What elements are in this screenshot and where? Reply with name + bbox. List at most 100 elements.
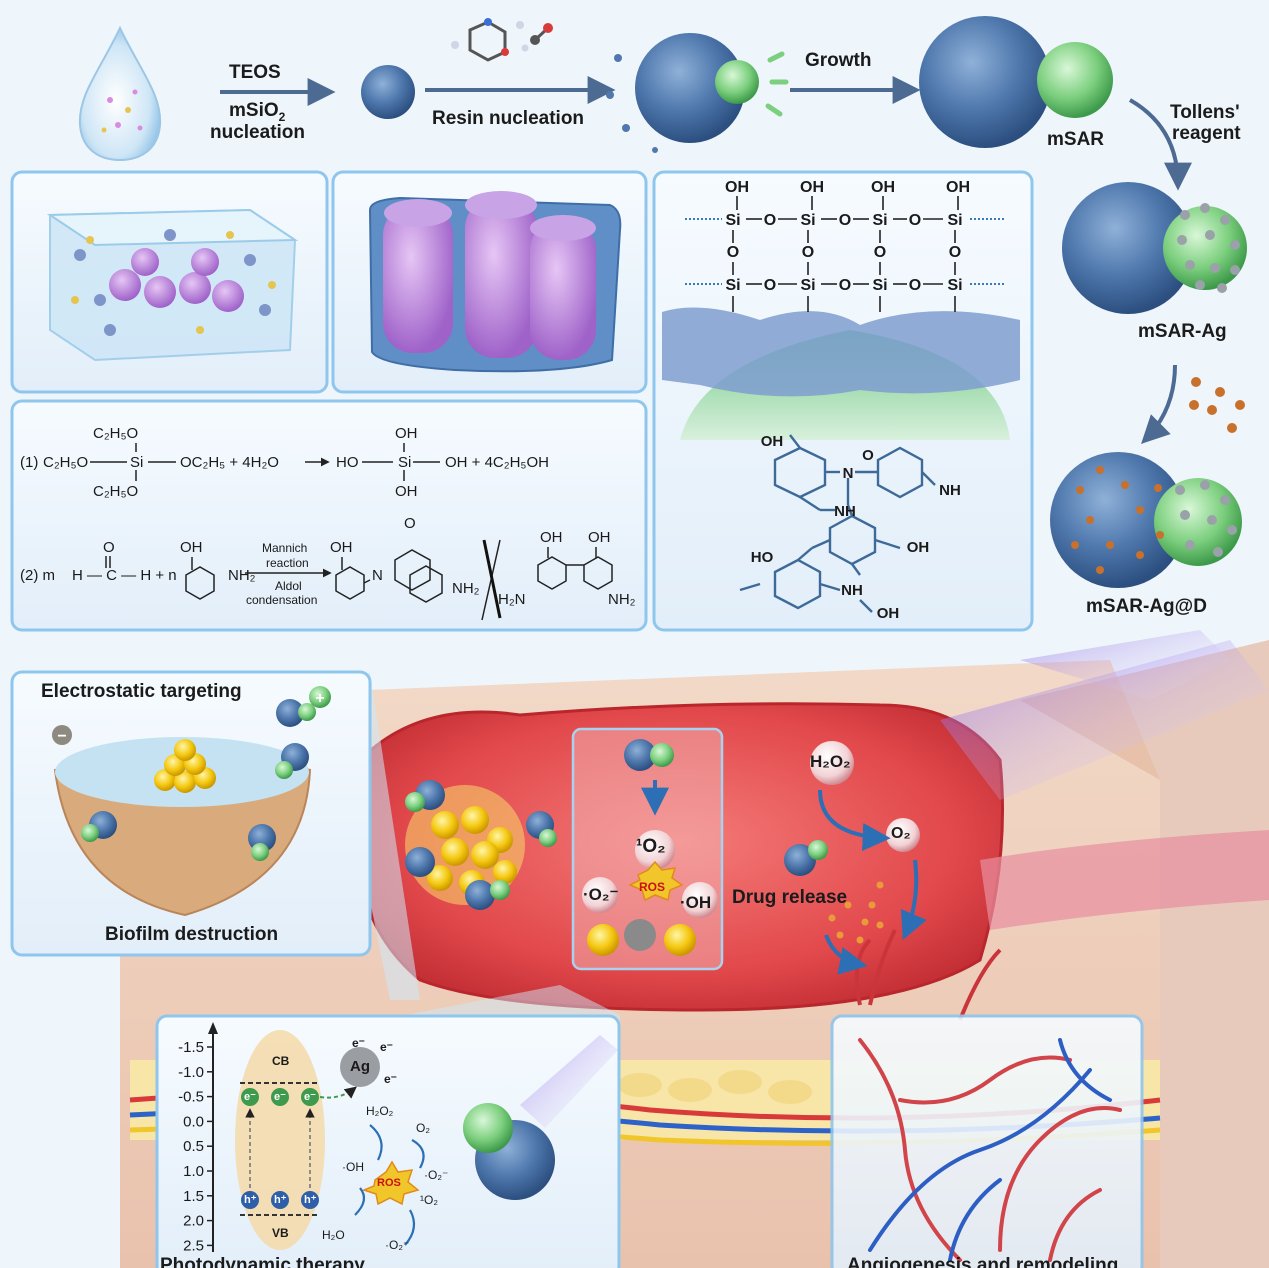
o-vertical-4: O: [949, 244, 961, 261]
reaction-2-n: N: [372, 567, 383, 584]
band-ros: ROS: [377, 1177, 401, 1189]
band-singlet: ¹O₂: [420, 1193, 438, 1207]
axis-tick-label: -1.5: [178, 1039, 204, 1056]
si-atom-7: Si: [872, 277, 887, 294]
o-bridge-5: O: [839, 277, 851, 294]
si-atom-5: Si: [725, 277, 740, 294]
precursor-droplet-icon: [78, 25, 162, 162]
label-resin-nucleation: Resin nucleation: [432, 108, 585, 129]
resin-structure-drawing: [739, 434, 936, 613]
reaction-2-formaldehyde: H — C — H + n: [72, 567, 177, 584]
synthesis-flow: [78, 16, 1247, 588]
reaction-2-carbonyl-o: O: [103, 539, 115, 556]
band-axis-ticks: -1.5-1.0-0.50.00.51.01.52.02.5: [178, 1039, 213, 1254]
reaction-2-mannich: Mannich: [262, 541, 307, 555]
o-vertical-1: O: [727, 244, 739, 261]
reaction-2-nh2-1: NH₂: [228, 567, 256, 584]
silanol-oh-4: OH: [946, 179, 970, 196]
o-bridge-2: O: [839, 212, 851, 229]
label-msio2-text: mSiO: [229, 100, 279, 121]
reaction-2-oh-1: OH: [180, 539, 203, 556]
label-msar-ag-d: mSAR-Ag@D: [1086, 596, 1207, 617]
reaction-2-nh2-2: NH₂: [452, 580, 480, 597]
resin-n: N: [843, 465, 854, 482]
msio2-seed-particle: [361, 65, 415, 119]
mesoporous-channels-panel: [331, 170, 648, 394]
reaction-1-product: OH + 4C₂H₅OH: [445, 454, 549, 471]
label-tollens: Tollens': [1170, 102, 1240, 123]
arrow-drug-loading: [1141, 364, 1177, 444]
label-hydroxyl: ·OH: [680, 893, 712, 912]
o-bridge-4: O: [764, 277, 776, 294]
label-o2: O₂: [891, 825, 911, 842]
band-superoxide: ·O₂⁻: [424, 1168, 449, 1182]
ag-electron-1: e⁻: [352, 1036, 366, 1050]
electron-3: e⁻: [304, 1091, 316, 1103]
label-reagent: reagent: [1172, 123, 1241, 144]
band-h2o: H₂O: [322, 1228, 345, 1242]
reaction-2-aldol: Aldol: [275, 579, 302, 593]
si-atom-2: Si: [800, 212, 815, 229]
drug-release-region: [784, 741, 927, 975]
label-drug-release: Drug release: [732, 887, 848, 908]
positive-charge-sign: +: [315, 690, 324, 707]
axis-tick-label: -1.0: [178, 1064, 204, 1081]
hole-3: h⁺: [304, 1194, 317, 1206]
band-oh: ·OH: [342, 1160, 364, 1174]
hole-1: h⁺: [244, 1194, 257, 1206]
label-cb: CB: [272, 1054, 290, 1068]
angiogenesis-panel: [830, 1014, 1144, 1268]
reaction-2-h2n: H₂N: [498, 591, 526, 608]
axis-tick-label: 0.0: [183, 1113, 204, 1130]
label-superoxide: ·O₂⁻: [583, 885, 619, 904]
formaldehyde-molecule-icon: [521, 23, 553, 52]
reactions-panel: (1) C₂H₅O C₂H₅O C₂H₅O Si OC₂H₅ + 4H₂O HO…: [10, 399, 648, 632]
label-vb: VB: [272, 1226, 289, 1240]
resin-oh-2: OH: [907, 539, 930, 556]
reaction-1-ho: HO: [336, 454, 359, 471]
reaction-1-right: OC₂H₅ + 4H₂O: [180, 454, 279, 471]
label-msio2: mSiO2: [229, 100, 285, 124]
reaction-2-oh-4: OH: [588, 529, 611, 546]
si-atom-3: Si: [872, 212, 887, 229]
reaction-2-o-ring: O: [404, 515, 416, 532]
o-vertical-3: O: [874, 244, 886, 261]
label-ros-burst: ROS: [639, 880, 666, 894]
reaction-2-condensation: condensation: [246, 593, 317, 607]
silica-network-panel: OH OH OH OH Si O Si O Si O Si O O O O Si…: [652, 170, 1034, 632]
negative-charge-sign: −: [57, 728, 66, 745]
electron-1: e⁻: [244, 1091, 256, 1103]
silanol-oh-1: OH: [725, 179, 749, 196]
reaction-1-oh-top: OH: [395, 425, 418, 442]
resin-oh-3: OH: [877, 605, 900, 622]
resin-o: O: [862, 447, 874, 464]
o-bridge-3: O: [909, 212, 921, 229]
label-biofilm-destruction: Biofilm destruction: [105, 924, 279, 945]
reaction-1-bottom-group: C₂H₅O: [93, 483, 138, 500]
drug-molecules-icon: [1189, 377, 1245, 433]
ag-electron-3: e⁻: [384, 1072, 398, 1086]
label-ag: Ag: [350, 1058, 370, 1075]
axis-tick-label: 0.5: [183, 1138, 204, 1155]
label-angiogenesis: Angiogenesis and remodeling: [847, 1255, 1119, 1268]
o-bridge-1: O: [764, 212, 776, 229]
reaction-1-label: (1): [20, 454, 38, 471]
si-atom-4: Si: [947, 212, 962, 229]
label-msio2-subscript: 2: [278, 109, 286, 124]
silanol-oh-3: OH: [871, 179, 895, 196]
arrow-tollens: [1129, 98, 1192, 191]
resin-nh-3: NH: [841, 582, 863, 599]
silanol-oh-2: OH: [800, 179, 824, 196]
reaction-1-left-group: C₂H₅O: [43, 454, 88, 471]
ros-generation-panel: [571, 727, 724, 971]
si-atom-6: Si: [800, 277, 815, 294]
aminophenol-molecule-icon: [451, 18, 524, 62]
label-growth: Growth: [805, 50, 872, 71]
label-h2o2: H₂O₂: [810, 752, 851, 771]
reaction-1-top-group: C₂H₅O: [93, 425, 138, 442]
band-superoxide-2: ·O₂⁻: [385, 1238, 410, 1252]
resin-oh-1: OH: [761, 433, 784, 450]
msio2-resin-nucleus: [606, 33, 789, 153]
